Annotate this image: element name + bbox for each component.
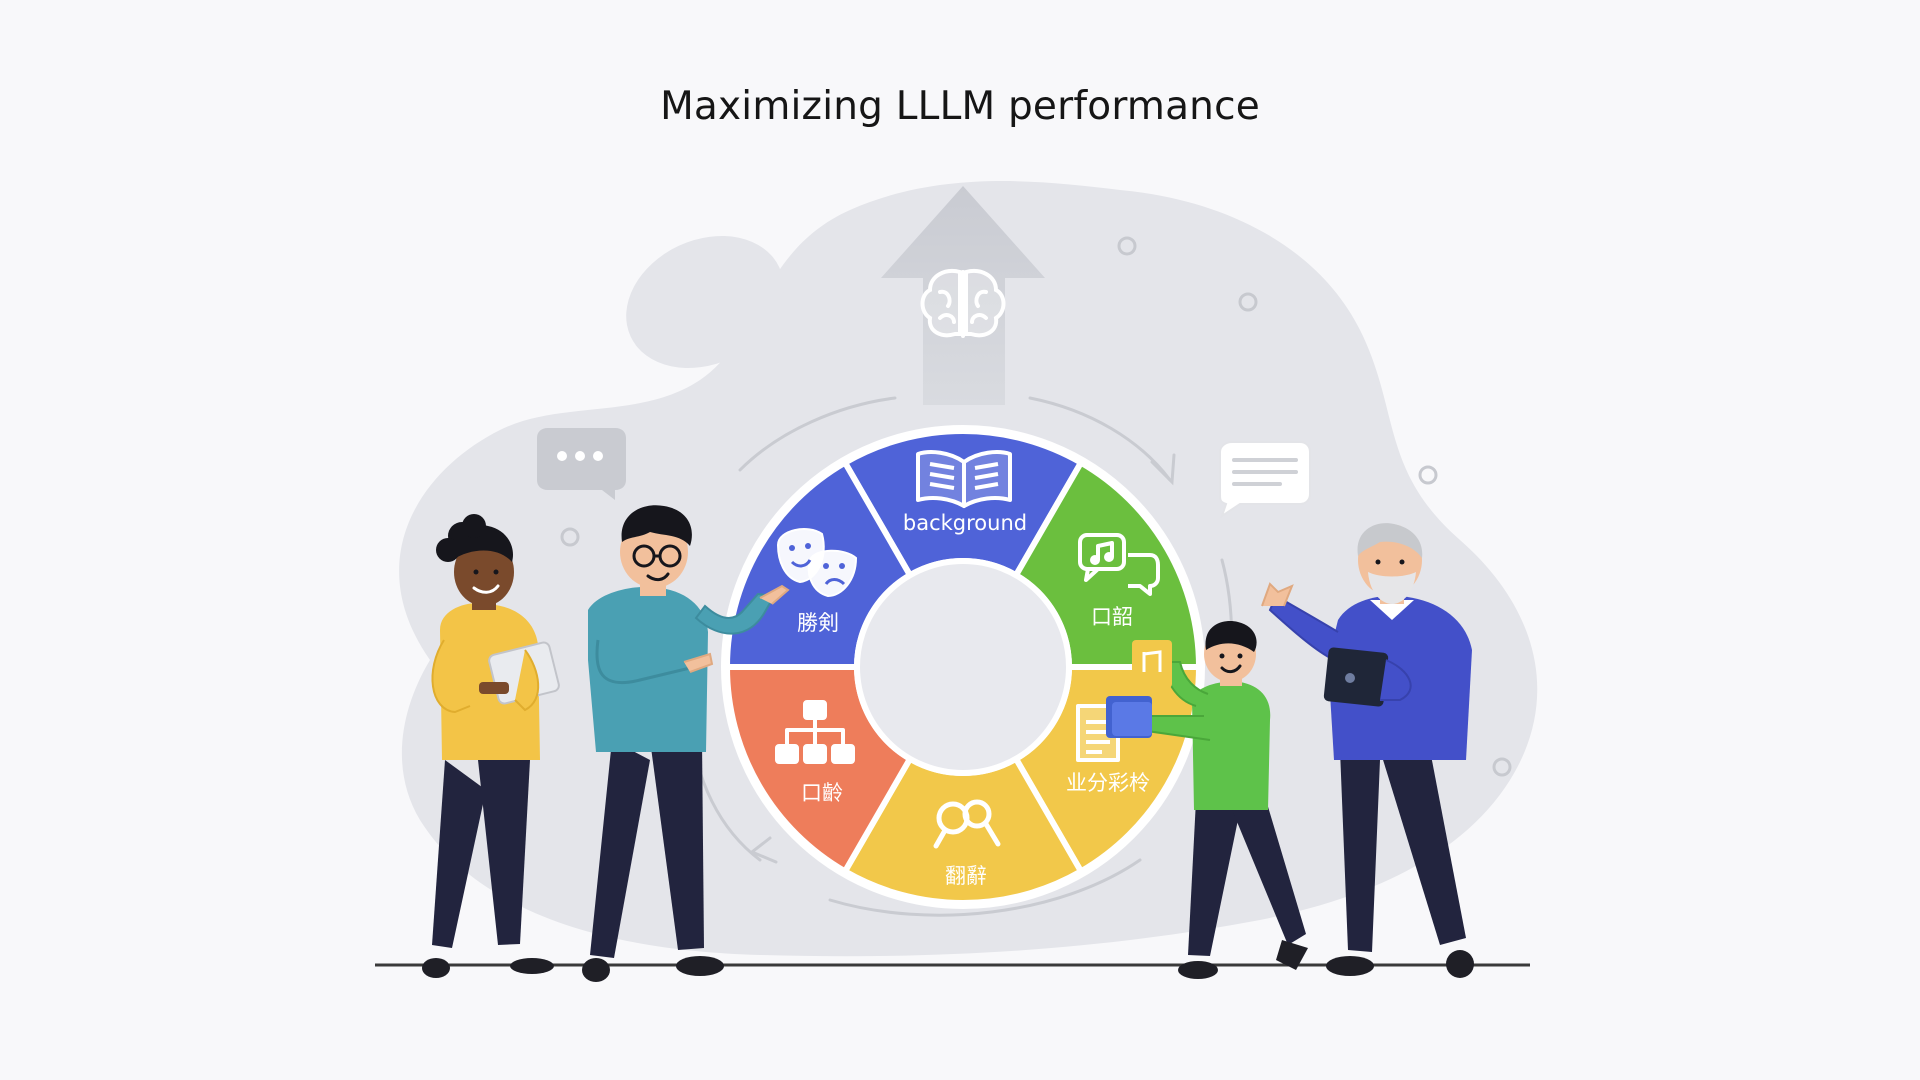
segment-label-6: 勝剣 <box>797 611 839 635</box>
decor-circles <box>560 236 1512 777</box>
brain-icon <box>920 269 1006 338</box>
org-chart-icon <box>775 700 855 764</box>
segment-label-3: 业分彩柃 <box>1066 771 1150 795</box>
magnifier-icon <box>933 799 1001 849</box>
segment-label-5: 口齡 <box>801 781 843 805</box>
wheel-center <box>854 558 1072 776</box>
decor-circle <box>1238 292 1258 312</box>
decor-circle <box>1492 757 1512 777</box>
decor-circle <box>1418 465 1438 485</box>
decor-circle <box>1117 236 1137 256</box>
cycle-arc-top-left <box>738 396 897 472</box>
background-blob-small <box>626 235 784 369</box>
segment-label-2: 口韶 <box>1091 605 1133 629</box>
cycle-arc-bottom <box>828 858 1142 917</box>
person-man-teal <box>582 505 790 982</box>
cycle-arc-top-right <box>1028 396 1172 482</box>
decor-circle <box>560 527 580 547</box>
music-chat-icon <box>1078 533 1160 596</box>
theater-masks-icon <box>776 528 858 598</box>
cycle-arrowhead <box>1150 453 1176 486</box>
diagram-title: Maximizing LLLM performance <box>660 84 1260 129</box>
segment-label-4: 翻辭 <box>945 864 987 888</box>
wheel-outer-ring <box>721 425 1205 909</box>
person-woman-yellow <box>422 514 560 978</box>
person-boy-green <box>1106 621 1308 979</box>
cycle-arrowhead <box>749 836 778 864</box>
segment-label-background: background <box>903 511 1027 535</box>
book-icon <box>916 450 1012 508</box>
person-older-man-blue <box>1261 523 1474 978</box>
speech-bubble-lines-icon <box>1219 441 1311 519</box>
speech-bubble-dots-icon <box>537 428 626 500</box>
